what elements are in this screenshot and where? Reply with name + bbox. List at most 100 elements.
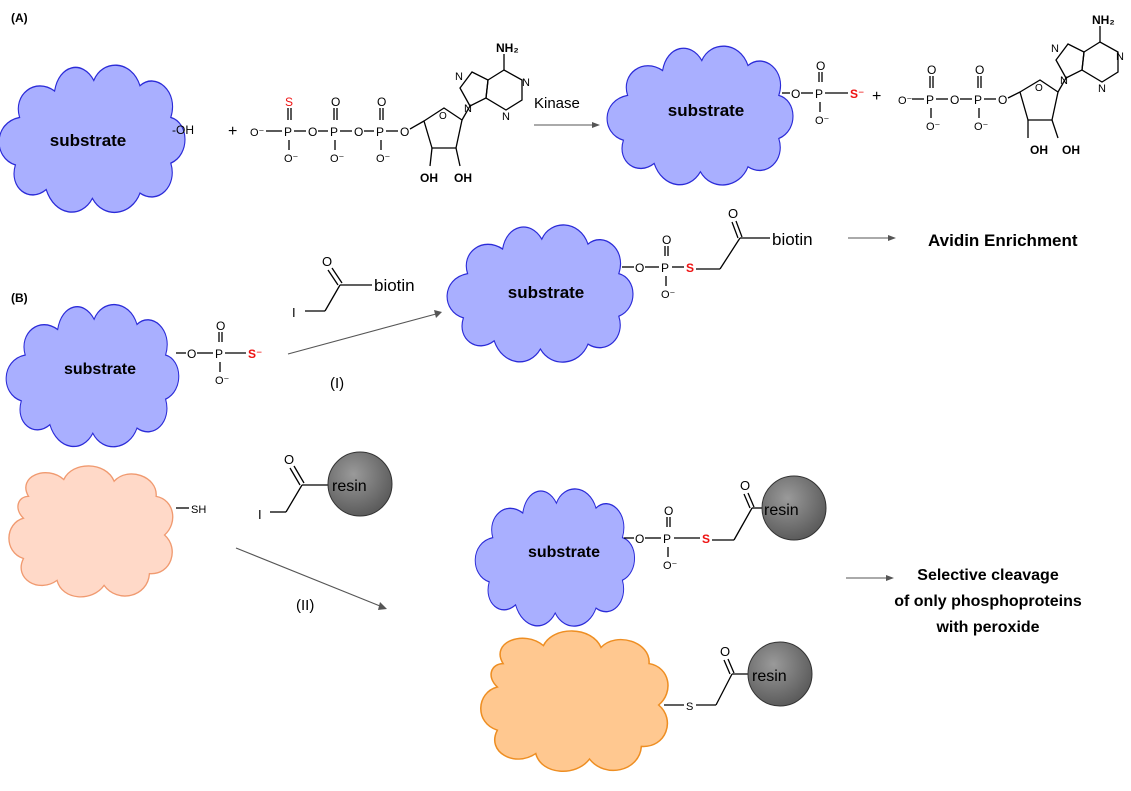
cleavage-text-line2: of only phosphoproteins bbox=[894, 593, 1082, 610]
oxygen-anion: O⁻ bbox=[815, 115, 830, 127]
phosphorus-atom: P bbox=[215, 347, 223, 361]
oxygen-anion: O⁻ bbox=[898, 95, 913, 107]
oxygen-atom: O bbox=[791, 87, 800, 101]
phosphorus-atom: P bbox=[661, 261, 669, 275]
sulfur-atom: S bbox=[686, 701, 693, 713]
oxygen-atom: O bbox=[308, 125, 317, 139]
plus-sign: + bbox=[228, 123, 237, 140]
substrate-label: substrate bbox=[668, 101, 745, 120]
nitrogen-atom: N bbox=[502, 111, 510, 123]
nitrogen-atom: N bbox=[464, 103, 472, 115]
route-i-label: (I) bbox=[330, 375, 344, 392]
ribose-hydroxyl: OH bbox=[454, 171, 472, 185]
iodoacetyl-resin-reagent: O resin I bbox=[258, 451, 393, 522]
oxygen-atom: O bbox=[720, 644, 730, 659]
oxygen-atom: O bbox=[635, 532, 644, 546]
oxygen-anion: O⁻ bbox=[661, 289, 676, 301]
phosphorus-atom: P bbox=[376, 125, 384, 139]
nitrogen-atom: N bbox=[1116, 51, 1124, 63]
oxygen-atom: O bbox=[439, 111, 447, 122]
ribose-hydroxyl: OH bbox=[1062, 143, 1080, 157]
arrow-head bbox=[592, 122, 600, 128]
panel-a-label: (A) bbox=[11, 11, 28, 25]
thiophosphate-resin-linkage: O P O O⁻ S O resin bbox=[624, 475, 827, 572]
substrate-label: substrate bbox=[508, 283, 585, 302]
thiol-protein-blob bbox=[8, 465, 174, 598]
phosphorus-atom: P bbox=[284, 125, 292, 139]
oxygen-atom: O bbox=[377, 95, 386, 109]
oxygen-anion: O⁻ bbox=[284, 153, 299, 165]
phosphorus-atom: P bbox=[815, 87, 823, 101]
plus-sign: + bbox=[872, 88, 881, 105]
phosphorus-atom: P bbox=[926, 93, 934, 107]
oxygen-atom: O bbox=[927, 63, 936, 77]
resin-bead bbox=[761, 475, 827, 541]
oxygen-anion: O⁻ bbox=[974, 121, 989, 133]
sulfur-atom: S bbox=[285, 95, 293, 109]
oxygen-atom: O bbox=[998, 93, 1007, 107]
captured-thiol-protein-blob bbox=[480, 630, 669, 773]
oxygen-atom: O bbox=[331, 95, 340, 109]
adp: O⁻ P O O⁻ O P O O⁻ O O OH OH N N N N NH₂ bbox=[898, 13, 1124, 157]
cleavage-text-line1: Selective cleavage bbox=[917, 567, 1059, 584]
nitrogen-atom: N bbox=[1051, 43, 1059, 55]
oxygen-atom: O bbox=[635, 261, 644, 275]
oxygen-anion: O⁻ bbox=[330, 153, 345, 165]
sulfur-anion: S⁻ bbox=[248, 347, 262, 361]
kinase-label: Kinase bbox=[534, 95, 580, 112]
substrate-label: substrate bbox=[50, 131, 127, 150]
oxygen-anion: O⁻ bbox=[250, 127, 265, 139]
oxygen-atom: O bbox=[816, 59, 825, 73]
hydroxyl-group: -OH bbox=[172, 123, 194, 137]
resin-label: resin bbox=[764, 502, 799, 519]
amine-group: NH₂ bbox=[1092, 13, 1115, 27]
arrow-head bbox=[888, 235, 896, 241]
panel-b-label: (B) bbox=[11, 291, 28, 305]
iodine-atom: I bbox=[258, 507, 262, 522]
oxygen-atom: O bbox=[354, 125, 363, 139]
nitrogen-atom: N bbox=[455, 71, 463, 83]
nitrogen-atom: N bbox=[522, 77, 530, 89]
amine-group: NH₂ bbox=[496, 41, 519, 55]
oxygen-atom: O bbox=[322, 254, 332, 269]
phosphorus-atom: P bbox=[974, 93, 982, 107]
thiophosphate-group: O P O O⁻ S⁻ bbox=[176, 319, 262, 387]
thioether-resin-linkage: S O resin bbox=[664, 641, 813, 713]
resin-bead bbox=[747, 641, 813, 707]
ribose-hydroxyl: OH bbox=[420, 171, 438, 185]
oxygen-anion: O⁻ bbox=[376, 153, 391, 165]
oxygen-atom: O bbox=[664, 504, 673, 518]
sulfur-atom: S bbox=[702, 532, 710, 546]
nitrogen-atom: N bbox=[1060, 75, 1068, 87]
oxygen-atom: O bbox=[187, 347, 196, 361]
cleavage-text-line3: with peroxide bbox=[935, 619, 1039, 636]
nitrogen-atom: N bbox=[1098, 83, 1106, 95]
oxygen-atom: O bbox=[728, 206, 738, 221]
sulfur-anion: S⁻ bbox=[850, 87, 864, 101]
sulfur-atom: S bbox=[686, 261, 694, 275]
atp-gamma-s: O⁻ P S O⁻ O P O O⁻ O P O O⁻ O O OH OH bbox=[250, 41, 530, 185]
avidin-enrichment-label: Avidin Enrichment bbox=[928, 231, 1078, 250]
substrate-label: substrate bbox=[528, 544, 600, 561]
ribose-hydroxyl: OH bbox=[1030, 143, 1048, 157]
oxygen-atom: O bbox=[216, 319, 225, 333]
resin-label: resin bbox=[752, 668, 787, 685]
oxygen-atom: O bbox=[400, 125, 409, 139]
arrow-head bbox=[434, 310, 442, 318]
thiophosphate-group: O P O O⁻ S⁻ bbox=[782, 59, 864, 127]
phosphorus-atom: P bbox=[330, 125, 338, 139]
oxygen-atom: O bbox=[950, 93, 959, 107]
biotin-label: biotin bbox=[772, 230, 813, 249]
oxygen-atom: O bbox=[284, 452, 294, 467]
biotinylated-thiophosphate: O P O O⁻ S O biotin bbox=[622, 206, 813, 301]
oxygen-atom: O bbox=[975, 63, 984, 77]
oxygen-atom: O bbox=[662, 233, 671, 247]
phosphorus-atom: P bbox=[663, 532, 671, 546]
route-i-arrow bbox=[287, 313, 437, 355]
iodoacetyl-biotin-reagent: O biotin I bbox=[292, 254, 415, 320]
route-ii-arrow bbox=[235, 547, 381, 607]
oxygen-anion: O⁻ bbox=[215, 375, 230, 387]
arrow-head bbox=[886, 575, 894, 581]
arrow-head bbox=[378, 602, 387, 610]
